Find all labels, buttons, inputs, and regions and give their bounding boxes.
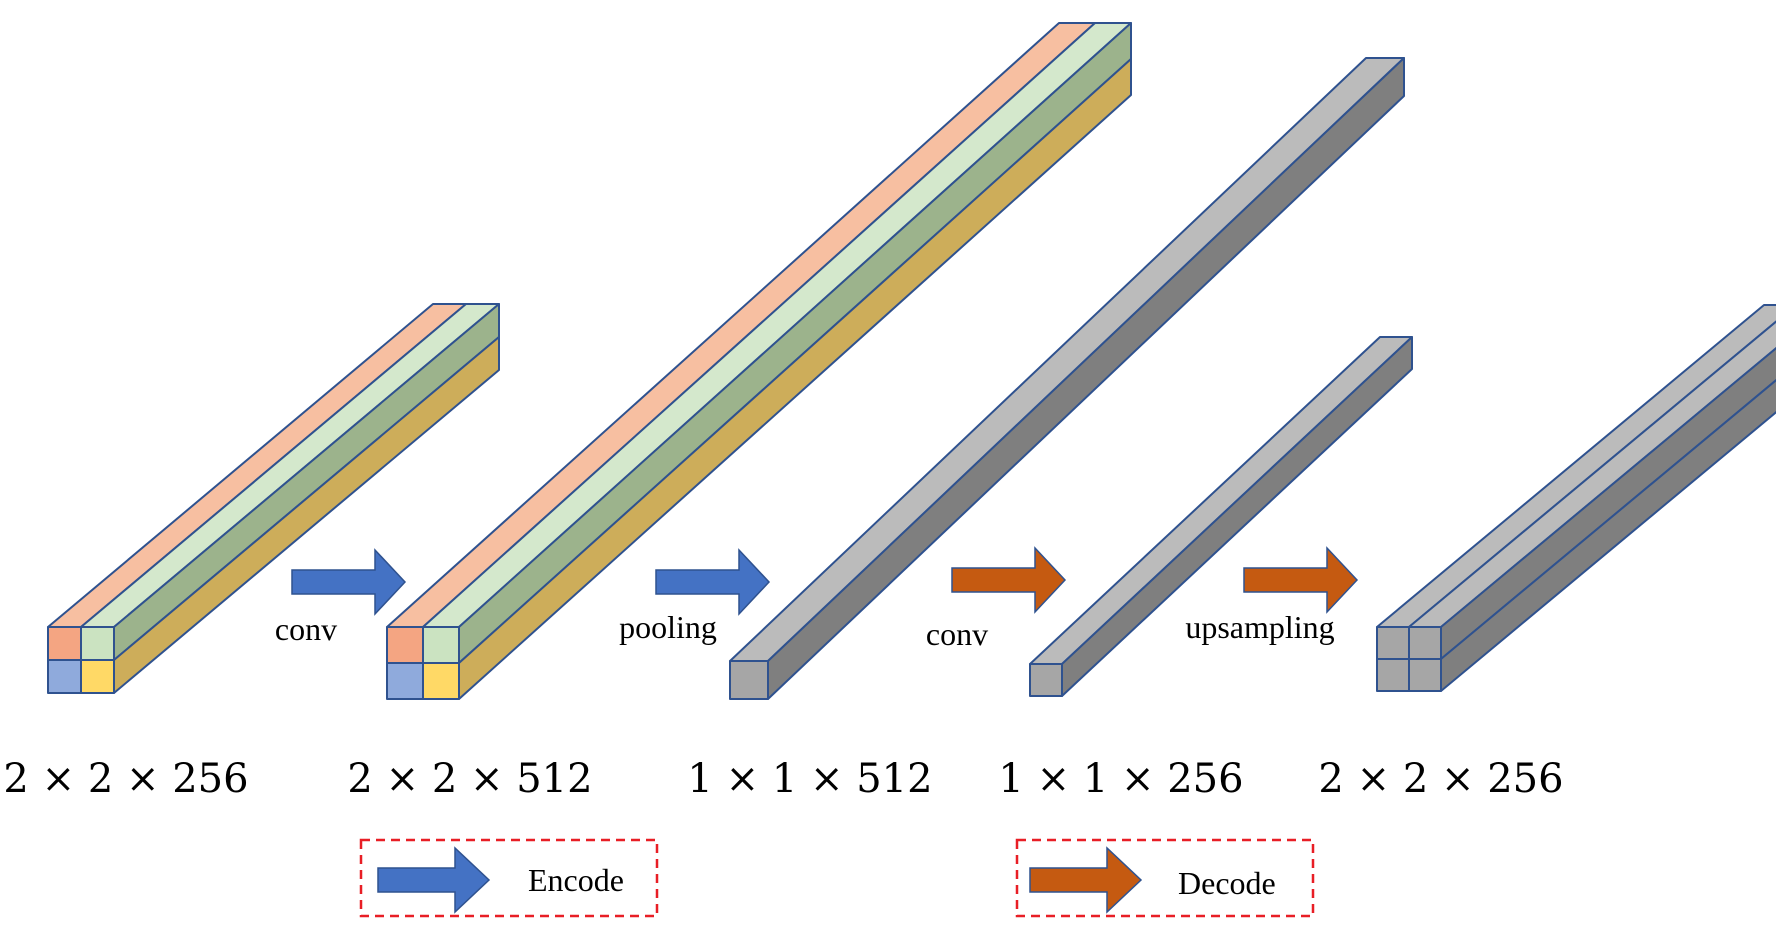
front-cell: [1029, 663, 1063, 697]
operation-arrows: [291, 546, 1359, 616]
encode-legend-arrow: [377, 846, 491, 914]
side-strip: [767, 57, 1405, 700]
decode-legend-label: Decode: [1178, 865, 1276, 901]
legend: Encode Decode: [359, 838, 1315, 918]
conv-decode-arrow: [951, 546, 1067, 614]
conv-decode-label: conv: [926, 616, 988, 652]
front-cell: [386, 662, 424, 700]
block-2-dims: 2 × 2 × 512: [347, 756, 592, 802]
decode-legend-arrow: [1029, 846, 1143, 914]
encode-legend-label: Encode: [528, 862, 624, 898]
top-strip: [47, 303, 467, 628]
pooling-label: pooling: [619, 609, 717, 645]
block-1: [47, 303, 500, 694]
front-cell: [729, 660, 769, 700]
block-3: [729, 57, 1405, 700]
front-cell: [422, 626, 460, 664]
front-cell: [80, 626, 115, 661]
block-5: [1376, 304, 1776, 692]
front-cell: [1408, 658, 1442, 692]
pooling-encode-arrow: [655, 548, 771, 616]
front-cell: [1408, 626, 1442, 660]
front-cell: [422, 662, 460, 700]
front-cell: [47, 626, 82, 661]
conv-encode-arrow: [291, 548, 407, 616]
front-cell: [1376, 658, 1410, 692]
front-cell: [47, 659, 82, 694]
top-strip: [422, 22, 1132, 628]
encode-legend-box: [359, 838, 659, 918]
block-4-dims: 1 × 1 × 256: [998, 756, 1243, 802]
block-3-dims: 1 × 1 × 512: [687, 756, 932, 802]
block-5-dims: 2 × 2 × 256: [1318, 756, 1563, 802]
front-cell: [1376, 626, 1410, 660]
decode-legend-box: [1015, 838, 1315, 918]
block-4: [1029, 336, 1413, 697]
upsampling-label: upsampling: [1185, 609, 1334, 645]
block-1-dims: 2 × 2 × 256: [3, 756, 248, 802]
conv-encode-label: conv: [275, 611, 337, 647]
upsampling-decode-arrow: [1243, 546, 1359, 614]
side-strip: [458, 22, 1132, 664]
top-strip: [80, 303, 500, 628]
front-cell: [386, 626, 424, 664]
feature-blocks: [47, 22, 1776, 700]
block-2: [386, 22, 1132, 700]
front-cell: [80, 659, 115, 694]
